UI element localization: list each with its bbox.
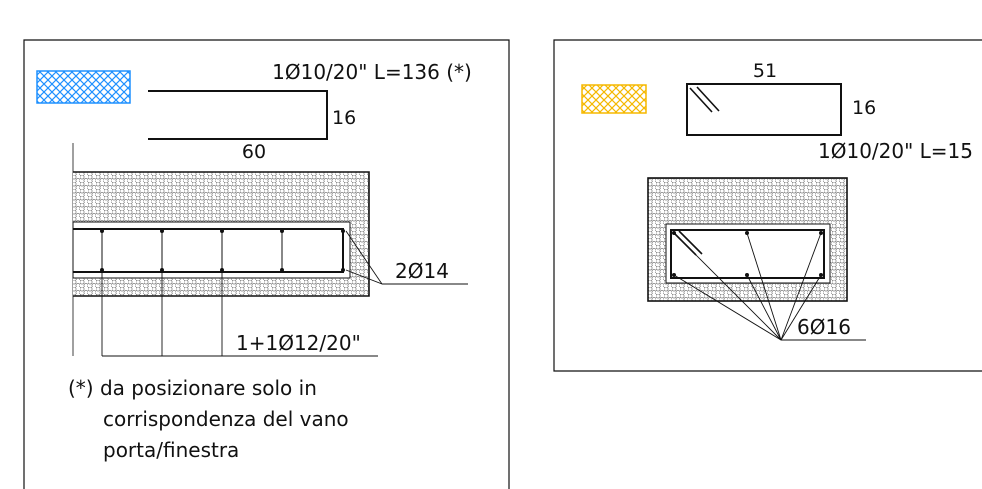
dim-vertical-left: 16 — [332, 107, 356, 129]
section-left — [72, 143, 370, 356]
left-panel: 1Ø10/20" L=136 (*) 16 60 — [23, 39, 510, 489]
note-line-3: porta/finestra — [103, 438, 239, 462]
note-line-2: corrispondenza del vano — [103, 407, 349, 431]
section-right — [647, 177, 848, 302]
callout-2o14: 2Ø14 — [345, 230, 468, 285]
rebar-cage-right — [670, 229, 825, 279]
bar-label-right: 1Ø10/20" L=15 — [818, 139, 973, 163]
left-panel-frame — [23, 39, 510, 489]
rebar-cage-left — [73, 228, 344, 273]
callout-stirrups: 1+1Ø12/20" — [101, 229, 378, 357]
legend-swatch-blue — [36, 70, 131, 104]
legend-swatch-yellow — [581, 84, 647, 114]
note-line-1: (*) da posizionare solo in — [68, 376, 317, 400]
callout-6o16-label: 6Ø16 — [797, 315, 851, 339]
right-panel-frame — [553, 39, 982, 372]
bar-shape-left — [148, 90, 328, 140]
stirrup-shape-right — [686, 83, 842, 136]
dim-top-right: 51 — [753, 60, 777, 82]
right-panel: 51 16 1Ø10/20" L=15 6Ø16 — [553, 39, 982, 372]
dim-vertical-right: 16 — [852, 97, 876, 119]
dim-horizontal-left: 60 — [242, 141, 266, 163]
callout-stirrups-label: 1+1Ø12/20" — [236, 331, 361, 355]
callout-2o14-label: 2Ø14 — [395, 259, 449, 283]
callout-6o16 — [673, 232, 866, 341]
bar-label-left: 1Ø10/20" L=136 (*) — [272, 60, 472, 84]
